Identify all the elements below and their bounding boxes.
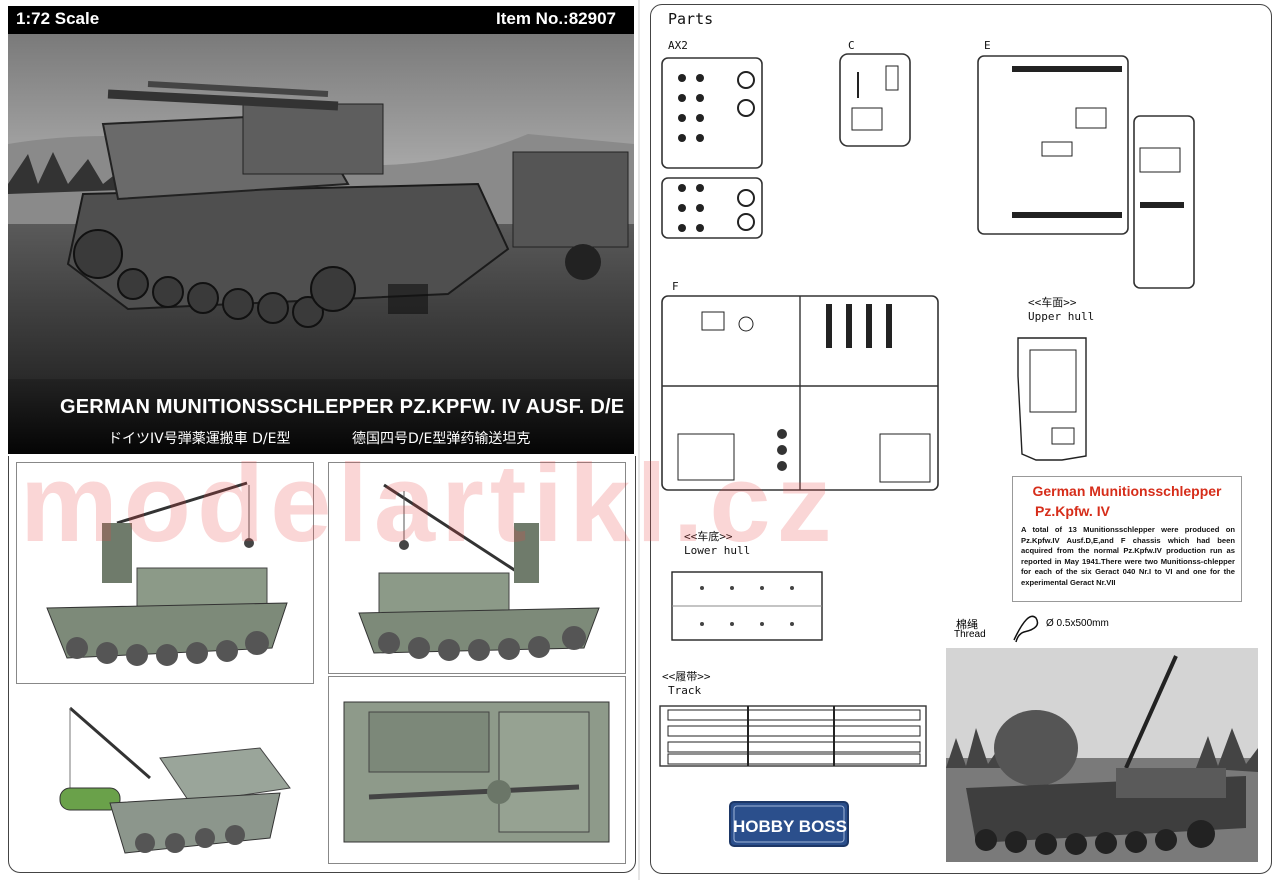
- box-art-illustration: [8, 34, 634, 379]
- parts-page-frame: [650, 4, 1272, 874]
- upper-hull-drawing: [1017, 337, 1087, 461]
- sprue-e: [977, 55, 1195, 289]
- info-body-text: A total of 13 Munitionsschlepper were pr…: [1021, 525, 1235, 587]
- lower-hull-cn: <<车底>>: [684, 530, 733, 543]
- upper-hull-en: Upper hull: [1028, 310, 1095, 323]
- lower-hull-en: Lower hull: [684, 544, 751, 557]
- box-front-page: 1:72 Scale Item No.:82907: [8, 6, 636, 873]
- thread-icon: [1013, 615, 1039, 643]
- logo-text: HOBBY BOSS: [733, 817, 847, 836]
- sprue-c: [839, 53, 911, 147]
- item-number: Item No.:82907: [496, 9, 616, 28]
- sprue-label-e: E: [984, 39, 991, 52]
- title-bar: [8, 379, 634, 454]
- info-title-line1: German Munitionsschlepper: [1032, 483, 1222, 499]
- lower-frame: [8, 456, 636, 873]
- model-photo-left-side: [16, 462, 314, 684]
- thread-cn: 棉绳: [956, 618, 978, 631]
- historical-photo: [946, 648, 1258, 862]
- model-photo-right-side: [328, 462, 626, 674]
- sprue-ax2: [661, 57, 763, 239]
- parts-heading: Parts: [668, 10, 714, 28]
- scale-label: 1:72 Scale: [16, 9, 100, 28]
- top-bar: [8, 6, 634, 34]
- model-photo-top-view: [328, 676, 626, 864]
- sprue-f: [661, 295, 939, 491]
- track-en: Track: [668, 684, 702, 697]
- hobby-boss-logo: HOBBY BOSS: [728, 798, 852, 850]
- title-english: GERMAN MUNITIONSSCHLEPPER PZ.KPFW. IV AU…: [60, 396, 625, 418]
- thread-dimension: Ø 0.5x500mm: [1046, 618, 1109, 629]
- vehicle-info-box: German Munitionsschlepper Pz.Kpfw. IV A …: [1012, 476, 1242, 602]
- track-cn: <<履带>>: [662, 670, 711, 683]
- sprue-label-f: F: [672, 280, 679, 293]
- upper-hull-cn: <<车面>>: [1028, 296, 1077, 309]
- title-japanese: ドイツIV号弾薬運搬車 D/E型: [108, 431, 291, 447]
- info-title-line2: Pz.Kpfw. IV: [1035, 503, 1110, 519]
- title-chinese: 德国四号D/E型弹药输送坦克: [352, 431, 531, 447]
- thread-en: Thread: [954, 629, 986, 640]
- model-photo-three-quarter: [59, 706, 291, 854]
- sprue-label-c: C: [848, 39, 855, 52]
- track-drawing: [659, 705, 927, 767]
- sprue-label-ax2: AX2: [668, 39, 688, 52]
- lower-hull-drawing: [671, 571, 823, 641]
